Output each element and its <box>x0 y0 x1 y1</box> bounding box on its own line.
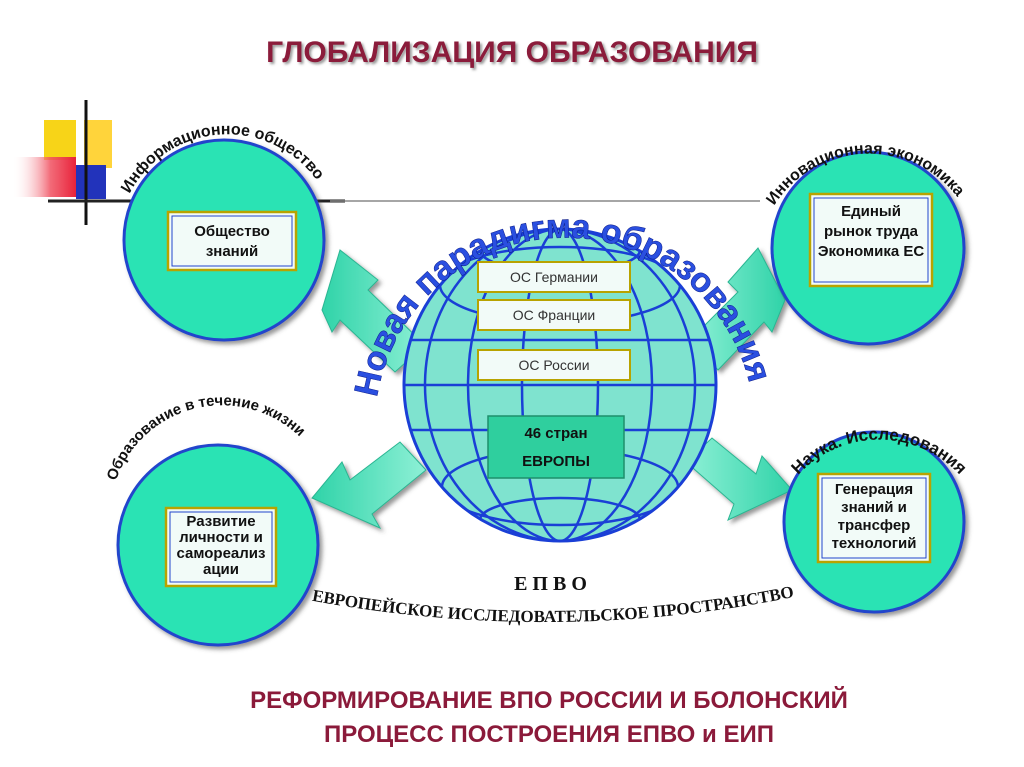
os-france-label: ОС Франции <box>513 307 596 323</box>
europe-label: ЕВРОПЫ <box>522 453 590 470</box>
os-germany-label: ОС Германии <box>510 269 598 285</box>
lifelong-line-3: самореализ <box>177 545 266 562</box>
os-russia-label: ОС России <box>518 357 589 373</box>
arrow-to-lifelong-education <box>311 441 427 530</box>
innovation-economy-box <box>808 192 934 288</box>
page-title: ГЛОБАЛИЗАЦИЯ ОБРАЗОВАНИЯ <box>266 36 758 69</box>
red-gradient-bar <box>12 157 76 197</box>
yellow-square <box>44 120 76 160</box>
lifelong-education-circle: Образование в течение жизни Развитие лич… <box>104 392 320 647</box>
science-research-box <box>816 472 932 564</box>
info-society-circle: Информационное общество Общество знаний <box>118 121 327 342</box>
innovation-line-3: Экономика ЕС <box>818 243 925 260</box>
europe-count-label: 46 стран <box>524 425 587 442</box>
os-germany-box: ОС Германии <box>477 261 631 293</box>
lifelong-education-box <box>164 506 278 588</box>
innovation-line-1: Единый <box>841 203 901 220</box>
footer-line-2: ПРОЦЕСС ПОСТРОЕНИЯ ЕПВО и ЕИП <box>324 721 774 748</box>
info-society-line-2: знаний <box>206 243 258 260</box>
info-society-box <box>166 210 298 272</box>
os-france-box: ОС Франции <box>477 299 631 331</box>
lifelong-line-1: Развитие <box>186 513 255 530</box>
arrows <box>311 247 793 530</box>
science-research-circle: Наука. Исследования Генерация знаний и т… <box>782 425 970 614</box>
lifelong-line-2: личности и <box>179 529 263 546</box>
science-line-4: технологий <box>832 535 917 552</box>
yellow-square <box>84 120 112 168</box>
lifelong-line-4: ации <box>203 561 239 578</box>
science-line-2: знаний и <box>841 499 907 516</box>
science-line-1: Генерация <box>835 481 913 498</box>
innovation-economy-circle: Инновационная экономика Единый рынок тру… <box>763 141 968 346</box>
os-russia-box: ОС России <box>477 349 631 381</box>
innovation-line-2: рынок труда <box>824 223 919 240</box>
info-society-line-1: Общество <box>194 223 270 240</box>
blue-square <box>76 165 106 199</box>
epvo-abbr: ЕПВО <box>514 573 592 595</box>
science-line-3: трансфер <box>838 517 911 534</box>
europe-countries-box: 46 стран ЕВРОПЫ <box>487 415 625 479</box>
footer-line-1: РЕФОРМИРОВАНИЕ ВПО РОССИИ И БОЛОНСКИЙ <box>250 686 848 714</box>
